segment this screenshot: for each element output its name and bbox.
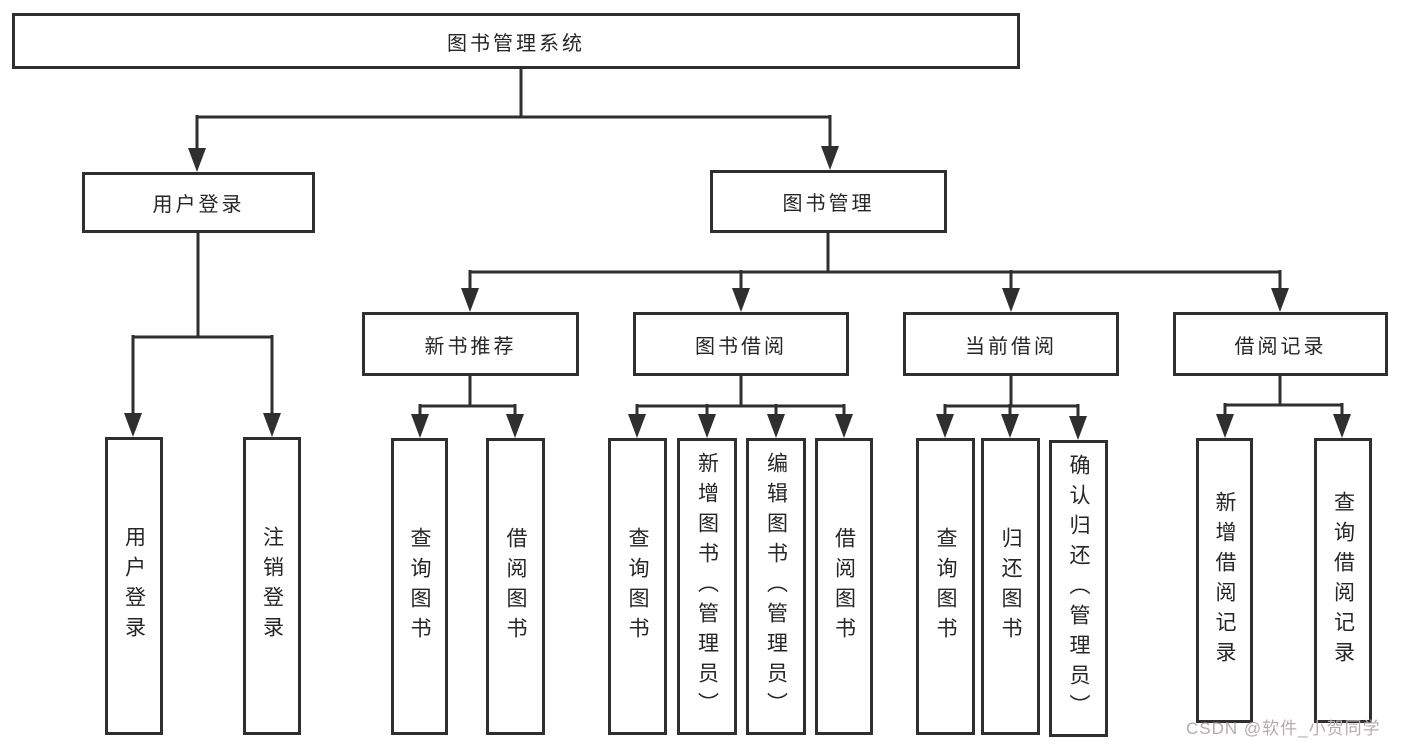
node-cb-query-books-label: 查询图书 xyxy=(934,526,957,647)
node-br-add-record: 新增借阅记录 xyxy=(1196,438,1253,723)
arrowheads-bookborrow xyxy=(628,414,853,438)
node-user-login-label: 用户登录 xyxy=(122,526,146,646)
arrowheads-currentborrow xyxy=(936,414,1087,440)
connector-currentborrow-to-leaves xyxy=(943,376,1080,422)
node-current-borrowing-label: 当前借阅 xyxy=(965,335,1057,358)
connector-bookmgmt-to-level3 xyxy=(468,233,1282,294)
node-bb-query-books: 查询图书 xyxy=(608,438,667,735)
connector-bookborrow-to-leaves xyxy=(635,376,846,420)
node-user-login-group-label: 用户登录 xyxy=(152,194,245,216)
node-user-login-group: 用户登录 xyxy=(82,172,315,233)
node-logout-label: 注销登录 xyxy=(260,526,284,646)
node-book-borrowing-label: 图书借阅 xyxy=(695,335,787,358)
arrowheads-newbook xyxy=(411,414,524,438)
node-bb-add-books-admin: 新增图书（管理员） xyxy=(677,438,737,735)
arrowheads-userlogin xyxy=(124,413,281,437)
node-cb-query-books: 查询图书 xyxy=(916,438,975,735)
node-bb-add-books-admin-label: 新增图书（管理员） xyxy=(695,451,719,722)
node-nbr-query-books: 查询图书 xyxy=(391,438,448,735)
node-logout: 注销登录 xyxy=(243,437,301,735)
node-cb-confirm-return-admin-label: 确认归还（管理员） xyxy=(1067,453,1090,724)
connector-root-to-level1 xyxy=(195,69,832,154)
watermark: CSDN @软件_小贺同学 xyxy=(1186,719,1381,738)
connector-newbook-to-leaves xyxy=(418,376,517,420)
node-bb-borrow-books: 借阅图书 xyxy=(815,438,873,735)
node-nbr-borrow-books: 借阅图书 xyxy=(486,438,545,735)
node-new-book-recommend-label: 新书推荐 xyxy=(424,335,517,358)
node-bb-query-books-label: 查询图书 xyxy=(626,526,649,647)
node-br-query-record-label: 查询借阅记录 xyxy=(1331,490,1355,671)
node-bb-borrow-books-label: 借阅图书 xyxy=(832,526,856,647)
node-book-management-label: 图书管理 xyxy=(782,193,875,215)
node-cb-return-books: 归还图书 xyxy=(981,438,1040,735)
node-cb-confirm-return-admin: 确认归还（管理员） xyxy=(1049,440,1108,737)
arrowheads-level3 xyxy=(461,288,1289,312)
node-bb-edit-books-admin: 编辑图书（管理员） xyxy=(746,438,806,735)
node-book-borrowing: 图书借阅 xyxy=(633,312,849,376)
node-nbr-query-books-label: 查询图书 xyxy=(408,526,431,647)
connector-userlogin-to-leaves xyxy=(131,233,274,419)
node-borrow-records-label: 借阅记录 xyxy=(1234,335,1327,358)
arrowheads-borrowrecord xyxy=(1216,414,1351,438)
node-user-login: 用户登录 xyxy=(105,437,163,735)
node-nbr-borrow-books-label: 借阅图书 xyxy=(504,526,527,647)
node-borrow-records: 借阅记录 xyxy=(1173,312,1388,376)
node-bb-edit-books-admin-label: 编辑图书（管理员） xyxy=(764,451,788,722)
node-br-query-record: 查询借阅记录 xyxy=(1314,438,1372,723)
node-library-system-label: 图书管理系统 xyxy=(447,32,585,55)
arrowheads-level1 xyxy=(188,146,839,172)
node-new-book-recommend: 新书推荐 xyxy=(362,312,579,376)
node-br-add-record-label: 新增借阅记录 xyxy=(1213,490,1236,671)
node-cb-return-books-label: 归还图书 xyxy=(999,526,1022,647)
node-current-borrowing: 当前借阅 xyxy=(903,312,1119,376)
node-library-system: 图书管理系统 xyxy=(12,13,1020,69)
node-book-management: 图书管理 xyxy=(710,170,947,233)
connector-borrowrecord-to-leaves xyxy=(1223,376,1344,420)
